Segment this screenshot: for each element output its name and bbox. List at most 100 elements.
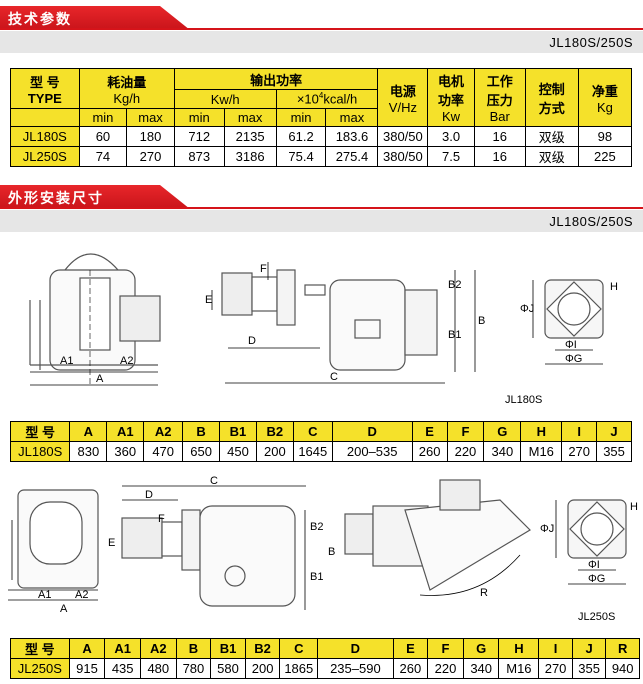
table-cell: H [498,638,540,659]
section-title: 外形安装尺寸 [8,190,104,206]
table-cell: M16 [498,658,540,679]
header-min: min [173,108,225,127]
header-min: min [275,108,327,127]
header-blank [10,108,80,127]
dim-label-g: ΦG [588,573,605,585]
dim-label-d: D [248,335,256,347]
table-cell: F [427,638,464,659]
dim-label-j: ΦJ [540,523,554,535]
table-cell: D [331,421,413,442]
dim-label-b: B [478,315,485,327]
section-header-specs: 技术参数 [0,6,643,30]
model-banner: JL180S/250S [0,31,643,53]
dim-label-e: E [205,294,212,306]
table-cell: A1 [106,421,145,442]
dim-label-i: ΦI [588,559,600,571]
dim-label-g: ΦG [565,353,582,365]
table-cell: 355 [571,658,607,679]
table-cell: 220 [427,658,464,679]
table-cell: B1 [210,638,246,659]
table-cell: B2 [255,421,294,442]
header-max: max [223,108,277,127]
table-cell: 200 [255,441,294,462]
table-cell: C [292,421,333,442]
dim-label-a: A [96,373,104,385]
table-cell: 780 [175,658,212,679]
table-cell: B2 [244,638,281,659]
table-cell: 型 号 [9,421,71,442]
dim-label-c: C [210,475,218,487]
table-cell: J [596,421,632,442]
table-cell: G [483,421,522,442]
table-cell: 340 [462,658,500,679]
section-header-dimensions: 外形安装尺寸 [0,185,643,209]
table-cell: B [175,638,212,659]
table-cell: 470 [143,441,184,462]
table-cell: 435 [104,658,141,679]
dim-label-j: ΦJ [520,303,534,315]
dim-label-f: F [158,513,165,525]
dim-label-h: H [610,281,618,293]
table-cell: 340 [483,441,522,462]
table-cell: F [446,421,485,442]
table-cell: JL250S [10,658,70,679]
table-cell: J [571,638,607,659]
jl180s-drawing: A1 A2 A E F D C B2 B1 B ΦJ H ΦI ΦG JL180… [29,253,618,406]
drawing-label-jl250s: JL250S [578,611,615,623]
dim-label-r: R [480,587,488,599]
header-power: 输出功率 [173,67,379,91]
table-cell: A2 [143,421,184,442]
table-cell: 1645 [292,441,333,462]
dim-label-e: E [108,537,115,549]
table-cell: A2 [139,638,177,659]
table-cell: I [538,638,573,659]
dim-label-a1: A1 [60,355,73,367]
dim-label-a: A [60,603,68,615]
dim-label-b: B [328,546,335,558]
table-cell: 235–590 [317,658,394,679]
table-cell: M16 [520,441,563,462]
table-cell: I [561,421,598,442]
table-cell: 650 [182,441,221,462]
table-cell: 200 [244,658,281,679]
table-cell: D [317,638,394,659]
dim-label-b2: B2 [310,521,323,533]
table-cell: 1865 [279,658,319,679]
dim-label-a2: A2 [120,355,133,367]
header-kcal: ×104kcal/h [275,89,379,109]
dim-label-d: D [145,489,153,501]
table-cell: 450 [219,441,257,462]
table-cell: 200–535 [331,441,413,462]
table-cell: A1 [104,638,141,659]
dim-label-c: C [330,371,338,383]
table-cell: G [462,638,500,659]
table-cell: B [182,421,221,442]
table-cell: JL180S [9,441,71,462]
header-min: min [78,108,128,127]
dim-label-i: ΦI [565,339,577,351]
header-max: max [126,108,175,127]
table-cell: B1 [219,421,257,442]
table-cell: 580 [210,658,246,679]
table-cell: R [605,638,640,659]
table-cell: 220 [446,441,485,462]
section-title: 技术参数 [8,11,72,27]
table-cell: 915 [68,658,106,679]
drawing-label-jl180s: JL180S [505,394,542,406]
header-control: 控制方式 [524,68,579,127]
dim-label-h: H [630,501,638,513]
dim-label-a2: A2 [75,589,88,601]
table-cell: 型 号 [10,638,70,659]
dim-label-b1: B1 [310,571,323,583]
